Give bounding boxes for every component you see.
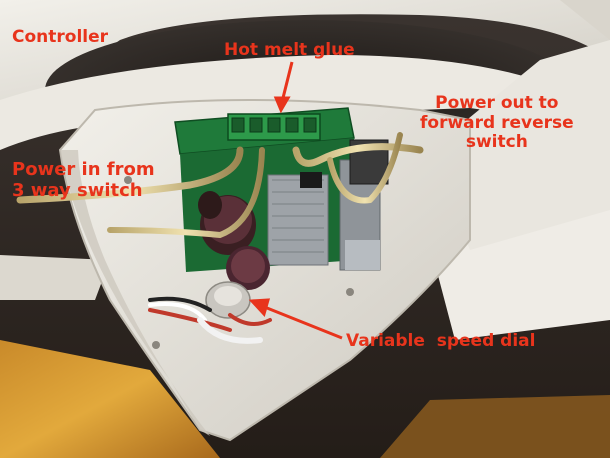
wood-surface: [0, 340, 220, 458]
controller-label: Controller: [12, 27, 109, 47]
wood-surface-right: [380, 395, 610, 458]
power-out-line-2: forward reverse: [420, 112, 574, 133]
panel-right-upper: [430, 40, 610, 250]
power-in-line-1: Power in from: [12, 159, 155, 180]
dial-wires: [148, 296, 272, 344]
power-in-line-2: 3 way switch: [12, 179, 143, 201]
power-in-label: Power in from 3 way switch: [12, 159, 155, 201]
ic-chip: [300, 172, 322, 188]
arrow-icon: [248, 61, 343, 340]
panel-left: [0, 255, 110, 300]
housing-top: [0, 0, 610, 110]
power-out-line-3: switch: [465, 132, 528, 153]
power-out-label: Power out to forward reverse switch: [420, 93, 574, 153]
capacitors: [198, 191, 270, 290]
power-out-line-1: Power out to: [435, 93, 559, 113]
speed-dial-label: Variable speed dial: [346, 331, 536, 351]
speed-dial: [205, 281, 251, 319]
hot-melt-glue-label: Hot melt glue: [224, 40, 355, 60]
power-wires: [16, 132, 424, 239]
